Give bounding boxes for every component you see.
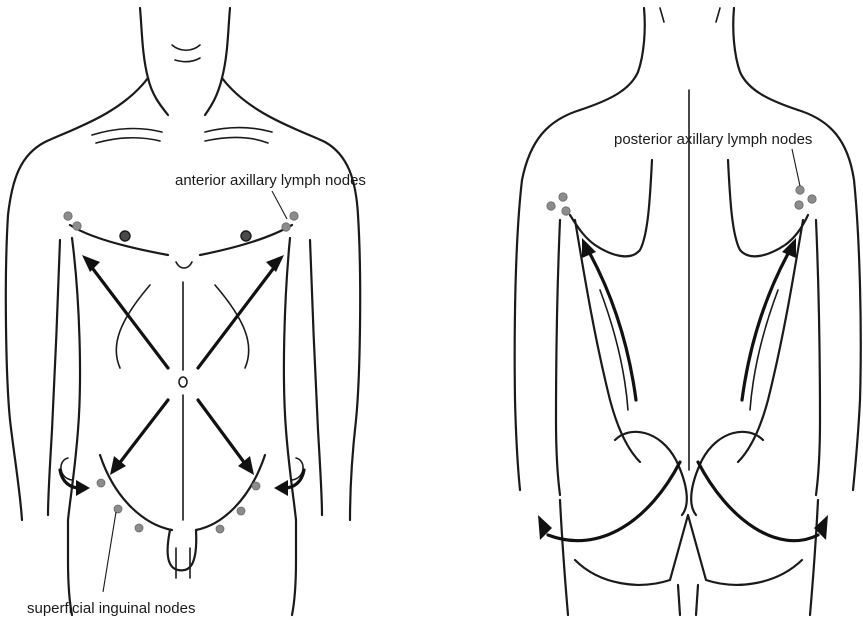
front-arrow-to-right-groin — [198, 400, 246, 465]
front-left-abdominal-curve — [116, 285, 150, 368]
back-right-leg — [810, 500, 818, 615]
posterior-axillary-label: posterior axillary lymph nodes — [614, 131, 812, 148]
front-arrowhead-left-axilla — [82, 255, 100, 272]
front-neck-left — [140, 8, 168, 115]
back-right-axillary-node — [796, 186, 804, 194]
front-arrow-to-right-axilla — [198, 265, 276, 368]
front-right-clavicle-lower — [205, 137, 268, 143]
front-neck-right — [205, 8, 230, 115]
back-neck-right — [733, 8, 798, 110]
front-left-inner-arm — [48, 240, 60, 515]
front-inguinal-node — [114, 505, 122, 513]
back-right-inner-arm — [816, 220, 820, 495]
back-left-axillary-node — [562, 207, 570, 215]
front-right-abdominal-curve — [215, 285, 249, 368]
front-arrowhead-right-hip — [274, 480, 288, 496]
back-right-shoulder-arm — [798, 110, 861, 490]
back-inner-leg-right — [696, 585, 698, 615]
back-arrow-right-sweep — [698, 462, 818, 541]
front-right-inner-arm — [310, 240, 322, 515]
front-arrow-to-left-axilla — [90, 265, 168, 368]
front-arrowhead-left-hip — [76, 480, 90, 496]
front-genital — [168, 530, 197, 570]
back-left-leg — [560, 500, 568, 615]
back-left-axillary-node — [547, 202, 555, 210]
front-navel — [179, 377, 187, 387]
back-neck-left — [580, 8, 645, 110]
front-left-nipple — [120, 231, 130, 241]
front-sternum-notch — [176, 262, 192, 268]
back-buttock-lower — [575, 515, 802, 585]
front-throat-line — [175, 58, 200, 62]
anterior-axillary-leader — [272, 191, 287, 219]
back-hair-right — [716, 8, 720, 22]
back-arrow-left-sweep — [548, 462, 680, 541]
posterior-axillary-leader — [792, 149, 800, 186]
back-left-inner-arm — [556, 220, 560, 495]
front-right-axillary-node — [290, 212, 298, 220]
back-inner-leg-left — [678, 585, 680, 615]
front-left-clavicle-lower — [96, 138, 160, 143]
back-left-axillary-node — [559, 193, 567, 201]
front-left-axillary-node — [64, 212, 72, 220]
front-inguinal-node — [97, 479, 105, 487]
front-inguinal-node — [237, 507, 245, 515]
back-left-shoulder-arm — [515, 110, 580, 490]
front-arrow-to-left-groin — [118, 400, 168, 465]
back-right-axillary-node — [808, 195, 816, 203]
front-right-shoulder-arm — [222, 78, 360, 520]
front-genital-inner — [176, 548, 190, 578]
front-left-torso-side — [68, 238, 80, 615]
front-right-torso-side — [284, 238, 296, 615]
front-chin-line — [172, 45, 200, 50]
front-inguinal-node — [252, 482, 260, 490]
front-arrowhead-right-axilla — [266, 255, 284, 272]
front-left-clavicle-upper — [92, 128, 162, 135]
front-left-axillary-node — [73, 222, 81, 230]
front-inguinal-node — [135, 524, 143, 532]
superficial-inguinal-label: superficial inguinal nodes — [27, 600, 195, 617]
back-view-torso: posterior axillary lymph nodes — [515, 8, 861, 615]
front-inguinal-node — [216, 525, 224, 533]
superficial-inguinal-leader — [103, 512, 116, 592]
front-right-axillary-node — [282, 223, 290, 231]
front-view-torso: anterior axillary lymph nodes superficia… — [6, 8, 366, 617]
back-hair-left — [660, 8, 664, 22]
anterior-axillary-label: anterior axillary lymph nodes — [175, 172, 366, 189]
front-left-pectoral — [70, 225, 168, 255]
back-right-axillary-node — [795, 201, 803, 209]
front-right-clavicle-upper — [205, 128, 272, 133]
front-right-nipple — [241, 231, 251, 241]
